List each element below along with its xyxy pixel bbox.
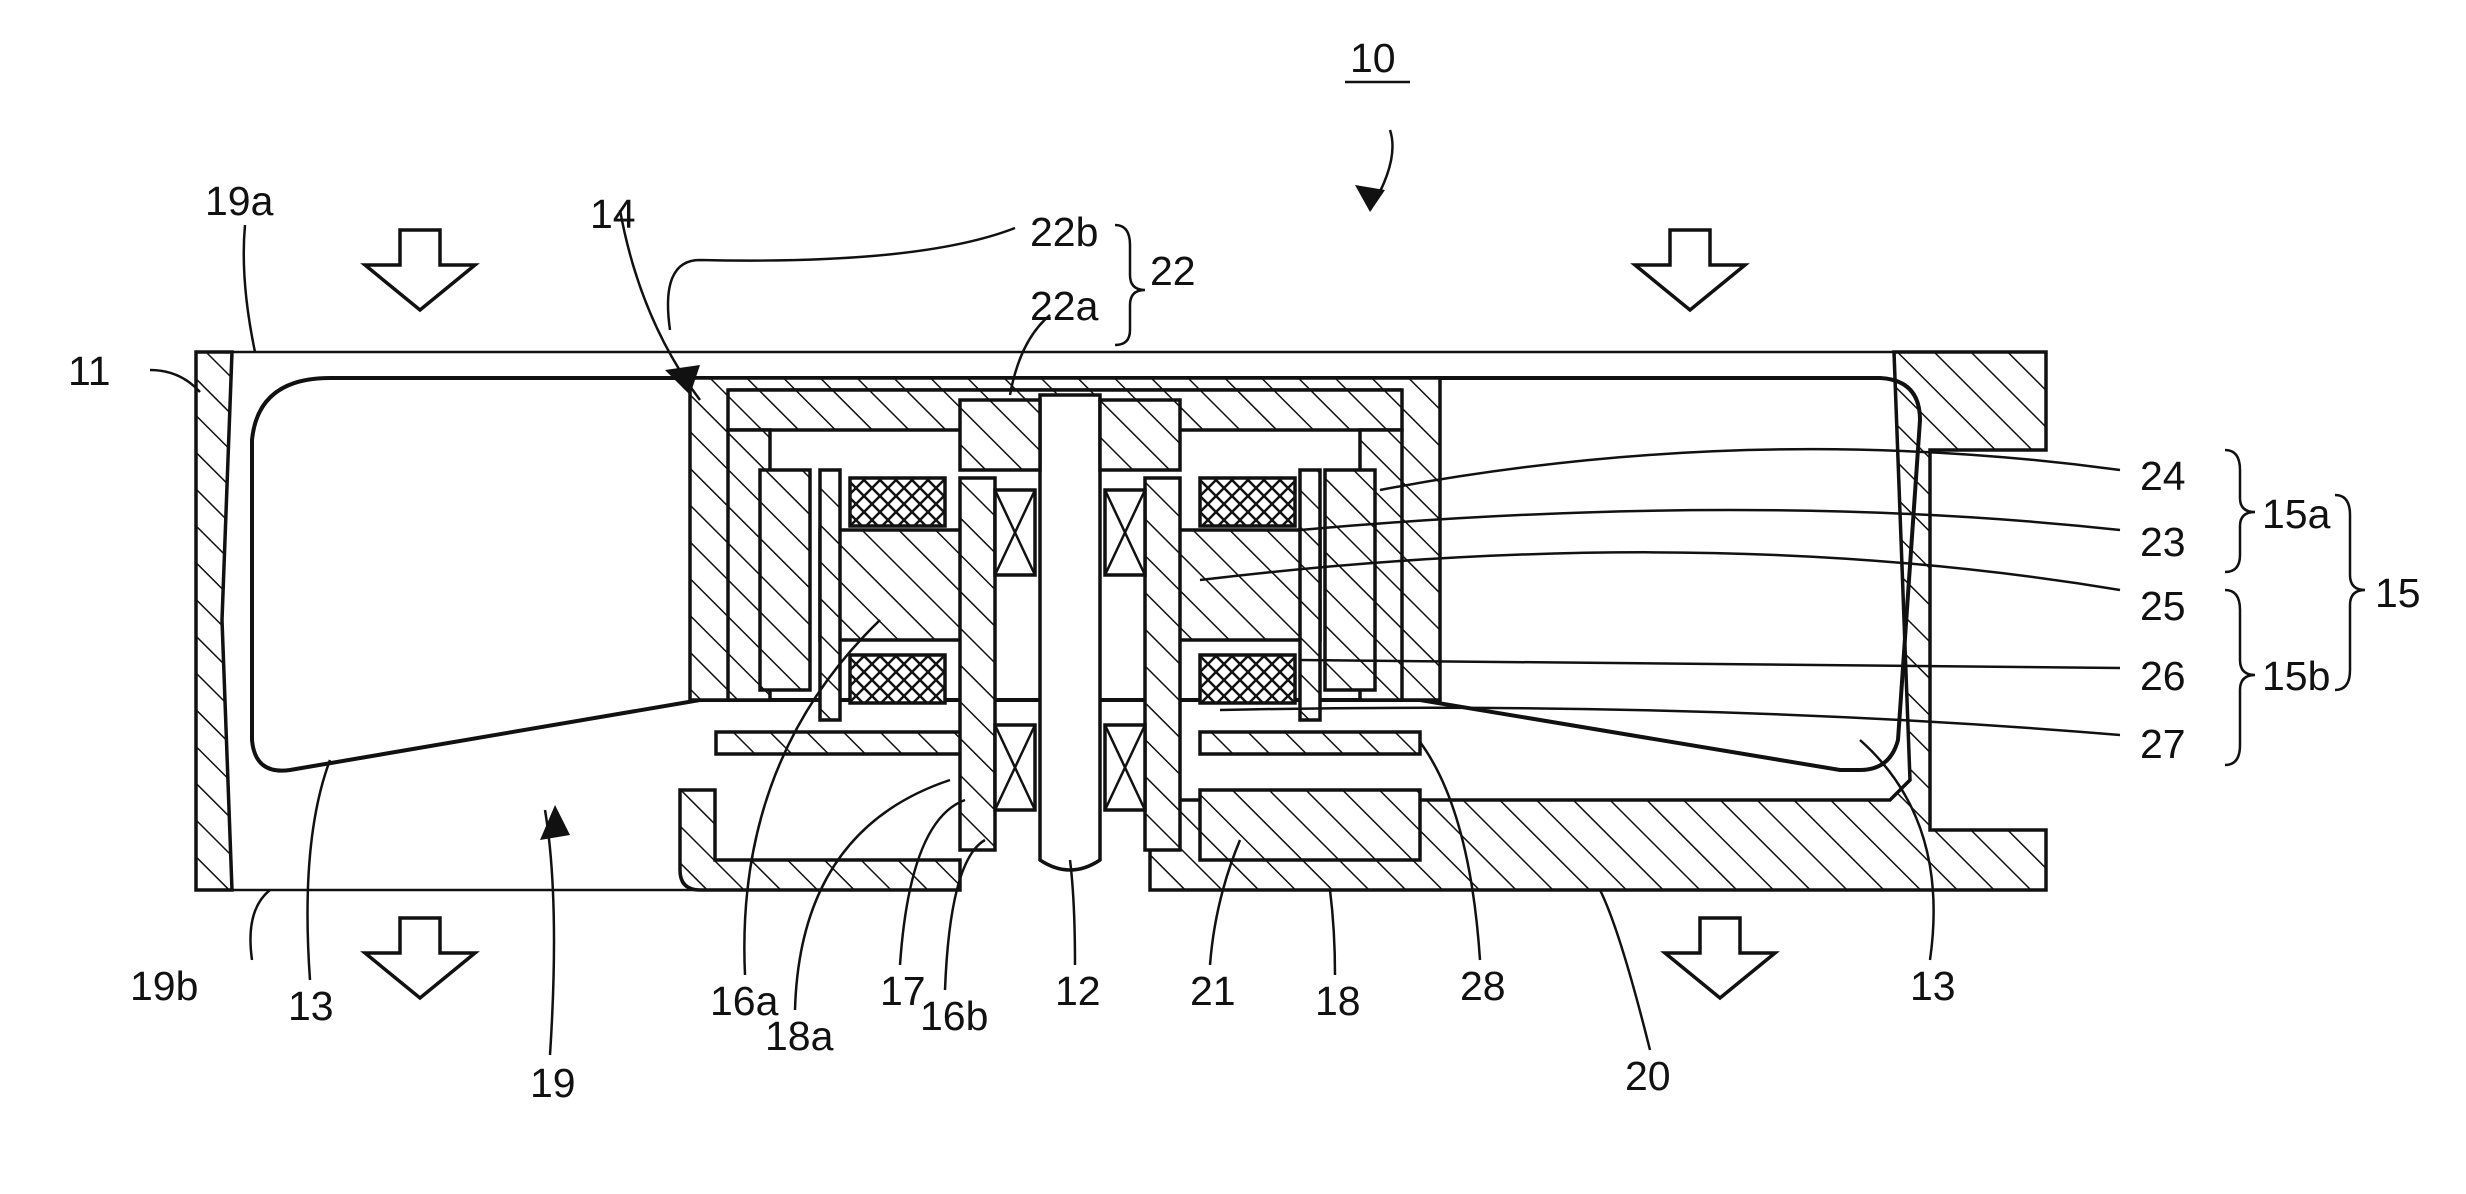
label-18a: 18a: [765, 1013, 834, 1059]
curly-brace-icon: [1115, 225, 1145, 345]
shaft: [1040, 395, 1100, 870]
label-15b: 15b: [2262, 653, 2330, 699]
label-15a: 15a: [2262, 491, 2331, 537]
label-19b: 19b: [130, 963, 198, 1009]
label-13-right: 13: [1910, 963, 1956, 1009]
label-22: 22: [1150, 248, 1196, 294]
label-26: 26: [2140, 653, 2186, 699]
curly-brace-icon: [2225, 590, 2255, 765]
label-17: 17: [880, 968, 926, 1014]
label-28: 28: [1460, 963, 1506, 1009]
label-12: 12: [1055, 968, 1101, 1014]
label-21: 21: [1190, 968, 1236, 1014]
label-22a: 22a: [1030, 283, 1099, 329]
label-10: 10: [1350, 35, 1396, 81]
label-25: 25: [2140, 583, 2186, 629]
label-22b: 22b: [1030, 209, 1098, 255]
hollow-down-arrow-icon: [1665, 918, 1775, 998]
curly-brace-icon: [2225, 450, 2255, 572]
curly-brace-icon: [2335, 495, 2365, 690]
hollow-down-arrow-icon: [365, 918, 475, 998]
label-23: 23: [2140, 519, 2186, 565]
hollow-down-arrow-icon: [1635, 230, 1745, 310]
label-13-left: 13: [288, 983, 334, 1029]
label-15: 15: [2375, 570, 2421, 616]
label-16b: 16b: [920, 993, 988, 1039]
hollow-down-arrow-icon: [365, 230, 475, 310]
label-18: 18: [1315, 978, 1361, 1024]
label-19a: 19a: [205, 178, 274, 224]
label-19: 19: [530, 1060, 576, 1106]
label-11: 11: [68, 348, 111, 394]
label-20: 20: [1625, 1053, 1671, 1099]
label-14: 14: [590, 191, 636, 237]
label-24: 24: [2140, 453, 2186, 499]
label-27: 27: [2140, 721, 2186, 767]
